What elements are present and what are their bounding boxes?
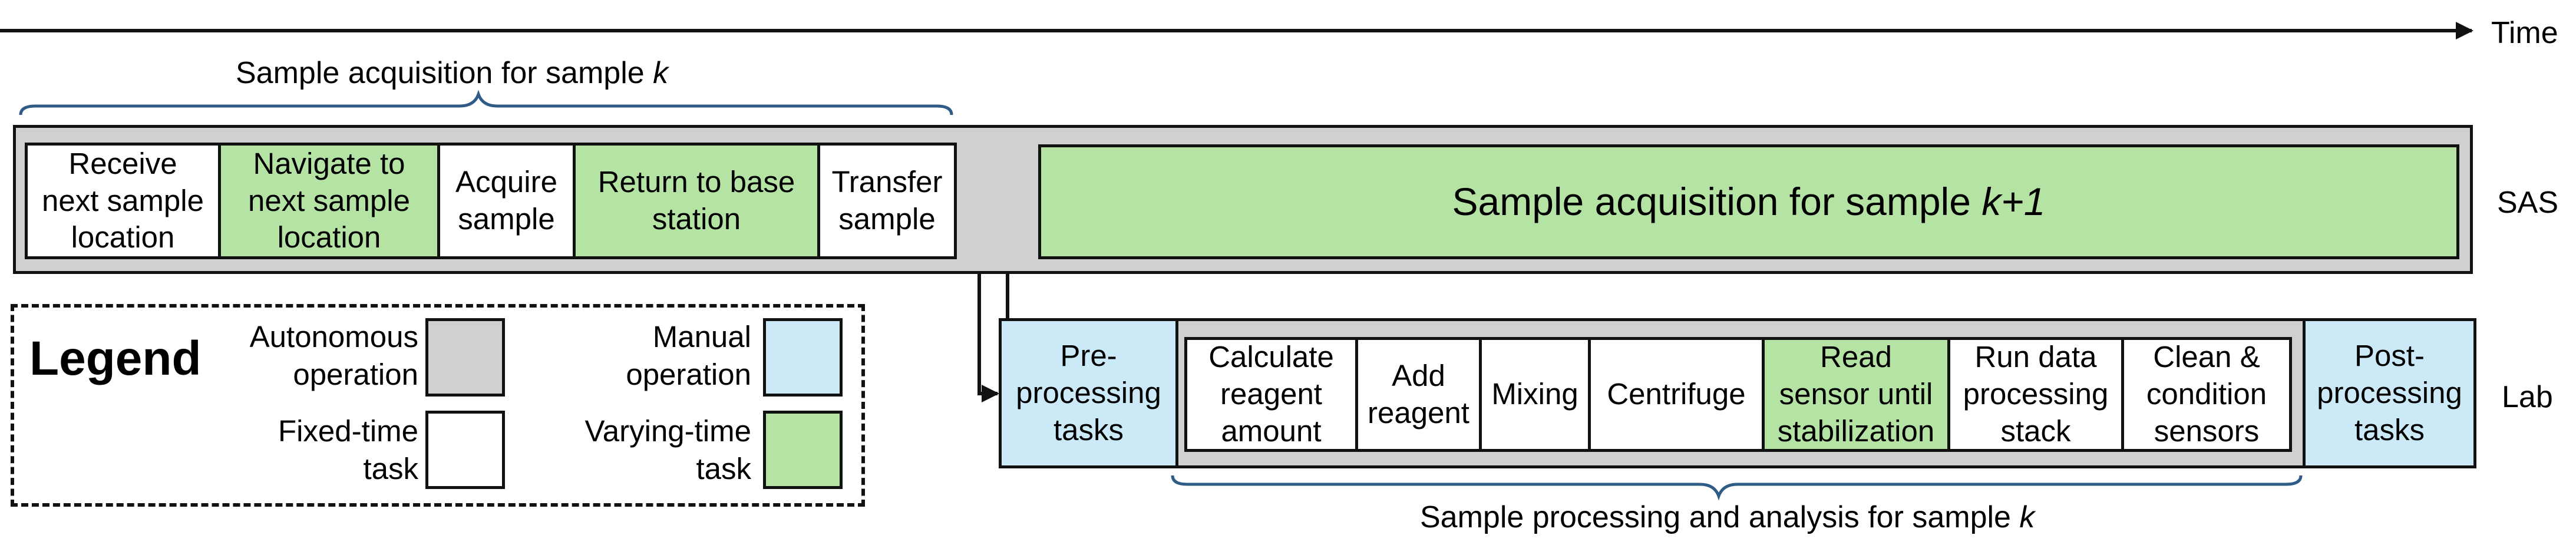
top-bracket-text: Sample acquisition for sample k <box>236 56 669 90</box>
row-label-sas: SAS <box>2497 186 2559 220</box>
lab-post-processing: Post- processing tasks <box>2303 318 2476 468</box>
legend-label-autonomous: Autonomous operation <box>249 320 418 391</box>
legend-box <box>11 304 865 507</box>
lab-step-run-processing: Run data processing stack <box>1947 337 2124 452</box>
lab-step-read-sensor: Read sensor until stabilization <box>1762 337 1950 452</box>
legend-swatch-varying-time <box>763 411 843 489</box>
legend-swatch-manual <box>763 318 843 397</box>
lab-step-centrifuge: Centrifuge <box>1588 337 1765 452</box>
legend-title: Legend <box>29 332 202 385</box>
row-label-lab: Lab <box>2502 380 2553 414</box>
lab-pre-processing: Pre- processing tasks <box>999 318 1178 468</box>
lab-step-calculate: Calculate reagent amount <box>1184 337 1358 452</box>
lab-step-mixing: Mixing <box>1479 337 1591 452</box>
legend-label-fixed-time: Fixed-time task <box>278 414 418 485</box>
sas-task-transfer: Transfer sample <box>817 143 957 259</box>
legend-label-varying-time: Varying-time task <box>584 414 751 485</box>
legend-label-manual: Manual operation <box>626 320 751 391</box>
lab-step-clean-sensors: Clean & condition sensors <box>2121 337 2292 452</box>
sas-task-return: Return to base station <box>573 143 820 259</box>
sas-next-label-var: k+1 <box>1981 179 2046 223</box>
bottom-bracket <box>1171 475 2303 501</box>
lab-step-add-reagent: Add reagent <box>1355 337 1482 452</box>
legend-swatch-fixed-time <box>425 411 505 489</box>
bottom-bracket-label: Sample processing and analysis for sampl… <box>1420 500 2035 534</box>
sas-task-receive: Receive next sample location <box>25 143 221 259</box>
sas-next-sample-box: Sample acquisition for sample k+1 <box>1038 144 2459 259</box>
sas-task-acquire: Acquire sample <box>437 143 576 259</box>
legend-swatch-autonomous <box>425 318 505 397</box>
top-bracket <box>19 90 953 115</box>
top-bracket-label: Sample acquisition for sample k <box>236 58 668 88</box>
sas-task-navigate: Navigate to next sample location <box>218 143 440 259</box>
sas-next-label-prefix: Sample acquisition for sample <box>1452 179 1982 223</box>
timeline-label: Time <box>2491 16 2558 50</box>
